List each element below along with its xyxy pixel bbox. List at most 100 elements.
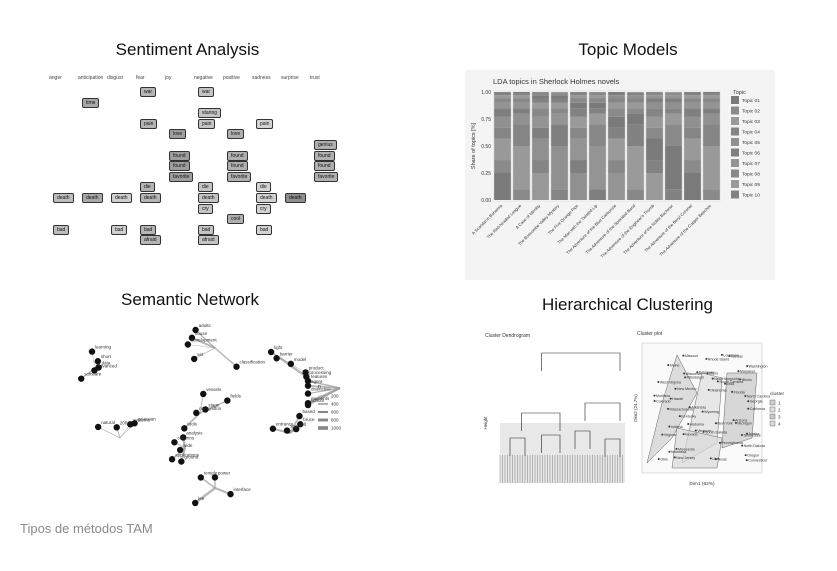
bar-segment: [551, 189, 568, 200]
bar-segment: [684, 173, 701, 200]
bar-segment: [494, 173, 511, 200]
bar-segment: [646, 98, 663, 103]
bar-segment: [608, 95, 625, 99]
legend-label: 1000: [331, 426, 342, 431]
state-label: Washington: [749, 364, 768, 368]
network-node: [131, 420, 138, 427]
bar-segment: [589, 146, 606, 190]
state-point: [744, 394, 747, 397]
bar-segment: [551, 113, 568, 125]
network-label: wide: [183, 443, 193, 448]
bar-segment: [627, 92, 644, 94]
state-label: New Hampshire: [714, 377, 740, 381]
bar-segment: [513, 93, 530, 96]
network-node: [224, 397, 231, 404]
legend-swatch: [769, 413, 776, 420]
legend-label: 2: [778, 408, 781, 413]
bar-segment: [608, 98, 625, 103]
legend-label: Topic 02: [742, 109, 760, 115]
state-label: Georgia: [750, 400, 763, 404]
cluster-plot-title: Cluster plot: [637, 331, 663, 337]
emotion-label: anger: [49, 75, 62, 81]
bar-segment: [703, 102, 720, 109]
bar-segment: [665, 102, 682, 109]
state-label: Delaware: [699, 371, 714, 375]
network-node: [94, 423, 102, 431]
sentiment-word: bad: [198, 224, 215, 235]
figure-caption: Tipos de métodos TAM: [20, 521, 153, 536]
network-node: [269, 425, 277, 432]
bar-segment: [494, 102, 511, 109]
legend-swatch: [731, 96, 739, 104]
bar-segment: [665, 124, 682, 146]
network-label: short: [101, 354, 112, 359]
x-axis-title: Dim1 (62%): [689, 481, 715, 487]
cluster-hull: [646, 354, 698, 464]
bar-segment: [551, 95, 568, 99]
y-tick-label: 0.00: [481, 198, 491, 204]
network-node: [283, 427, 291, 434]
legend-label: Topic 10: [742, 193, 760, 199]
bar-segment: [608, 173, 625, 200]
legend-swatch: [731, 190, 739, 199]
network-node: [181, 425, 188, 432]
sentiment-word: die: [198, 182, 213, 193]
emotion-label: sadness: [252, 75, 271, 81]
legend-label: 800: [331, 418, 339, 423]
network-label: adults: [199, 323, 212, 328]
network-label: lee: [198, 496, 205, 501]
y-tick-label: 0.50: [481, 144, 491, 150]
state-label: South Dakota: [705, 430, 727, 434]
network-label: natural: [101, 420, 115, 425]
bar-segment: [589, 108, 606, 114]
state-point: [716, 380, 719, 383]
emotion-label: joy: [165, 75, 172, 81]
bar-segment: [665, 98, 682, 103]
legend-swatch: [731, 169, 739, 178]
state-label: California: [750, 407, 765, 411]
state-label: North Carolina: [747, 394, 770, 398]
legend-title: cluster: [770, 391, 785, 397]
network-node: [180, 434, 187, 441]
bar-segment: [513, 113, 530, 125]
network-label: product: [309, 365, 325, 370]
network-label: agent: [311, 379, 323, 384]
state-point: [718, 441, 721, 444]
sentiment-word: death: [111, 193, 132, 203]
state-label: South Carolina: [719, 380, 743, 384]
network-label: 2000: [120, 420, 131, 425]
bar-segment: [532, 116, 549, 128]
state-point: [744, 454, 747, 457]
sentiment-word: death: [53, 193, 74, 203]
bar-segment: [646, 102, 663, 109]
state-point: [732, 419, 735, 422]
cluster-hull: [671, 427, 723, 469]
state-point: [720, 353, 723, 356]
network-label: state: [290, 424, 300, 429]
y-axis-title: Share of topics [%]: [471, 122, 477, 169]
sentiment-word: found: [169, 161, 190, 172]
bar-segment: [532, 92, 549, 96]
state-point: [653, 399, 656, 402]
bar-segment: [551, 102, 568, 109]
bar-segment: [703, 124, 720, 146]
legend-swatch: [769, 406, 776, 413]
network-label: systems: [133, 417, 150, 422]
state-point: [694, 429, 697, 432]
emotion-label: fear: [136, 75, 145, 81]
network-node: [297, 421, 304, 428]
bar-segment: [608, 138, 625, 161]
bar-segment: [608, 102, 625, 109]
legend-label: Topic 09: [742, 182, 760, 188]
state-label: New Jersey: [676, 456, 695, 460]
state-label: Oregon: [747, 454, 759, 458]
sentiment-word: favorite: [314, 171, 339, 182]
bar-segment: [627, 113, 644, 125]
state-point: [714, 422, 717, 425]
bar-segment: [627, 93, 644, 96]
state-label: Vermont: [697, 429, 710, 433]
bar-segment: [570, 160, 587, 173]
state-label: Arizona: [735, 419, 747, 423]
